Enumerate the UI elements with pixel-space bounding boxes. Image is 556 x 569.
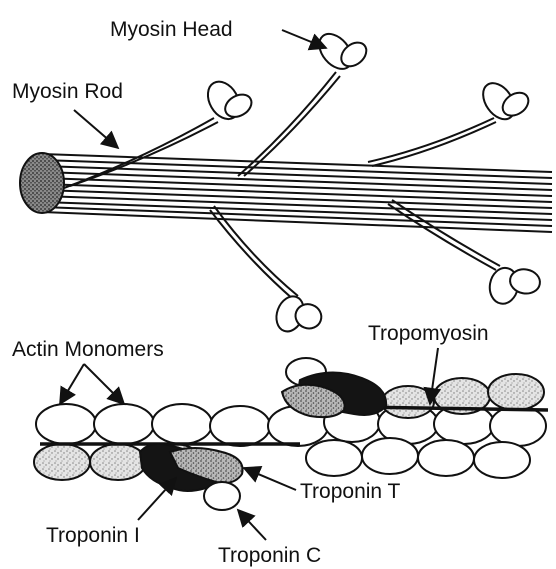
actin-monomer [34,444,90,480]
arrow-troponin-i [138,478,176,520]
actin-monomer [474,442,530,478]
myosin-molecule [20,19,552,341]
myosin-arm-4 [210,206,325,341]
label-tropomyosin: Tropomyosin [368,322,489,345]
myosin-head-2 [313,19,371,78]
actin-monomer [94,404,154,444]
arrow-troponin-t [244,468,296,490]
actin-monomer [90,444,146,480]
actin-monomer [362,438,418,474]
actin-monomer [382,386,434,418]
myosin-rod [20,153,552,232]
label-troponin-c: Troponin C [218,544,321,567]
actin-monomer [418,440,474,476]
actin-monomer [306,440,362,476]
troponin-complex-upper [282,358,386,417]
myosin-head-3 [477,70,533,127]
myosin-head-4 [272,293,326,342]
actin-monomer [488,374,544,410]
label-actin-monomers: Actin Monomers [12,338,164,361]
label-myosin-rod: Myosin Rod [12,80,123,103]
arrow-troponin-c [238,510,266,540]
troponin-c-lower [204,482,240,510]
arrow-actin-monomers-1 [60,364,84,404]
actin-monomer [152,404,212,444]
myosin-head-1 [202,71,256,126]
actin-monomer [490,406,546,446]
actin-monomer [210,406,270,446]
myosin-arm-2 [238,19,371,176]
arrow-myosin-rod [74,110,118,148]
label-myosin-head: Myosin Head [110,18,233,41]
actin-monomer [36,404,96,444]
label-troponin-i: Troponin I [46,524,140,547]
label-troponin-t: Troponin T [300,480,401,503]
rod-cross-section [20,153,64,213]
myosin-arm-3 [368,70,533,166]
arrow-actin-monomers-2 [84,364,124,404]
